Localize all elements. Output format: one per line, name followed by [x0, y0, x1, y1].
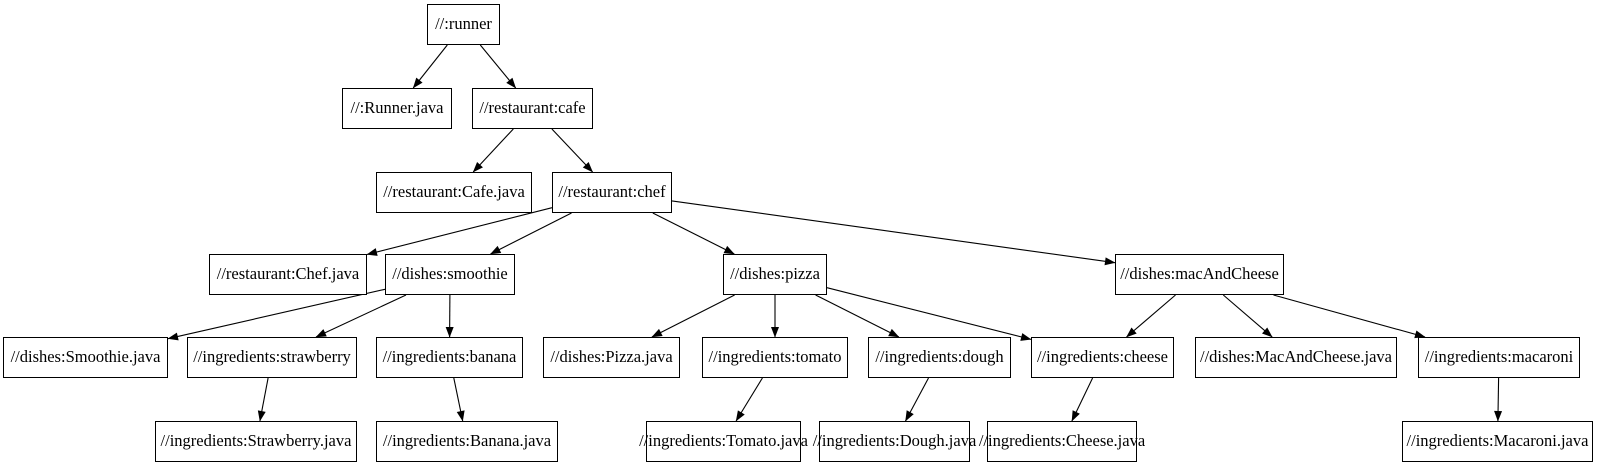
- graph-node-label: //dishes:Smoothie.java: [10, 347, 161, 367]
- graph-node-strawberry: //ingredients:strawberry: [187, 337, 357, 378]
- graph-node-banana: //ingredients:banana: [376, 337, 523, 378]
- graph-node-label: //restaurant:Chef.java: [216, 264, 360, 284]
- graph-edge-dough-to-dough-java: [905, 377, 929, 422]
- graph-node-label: //dishes:Pizza.java: [550, 347, 673, 367]
- graph-node-label: //ingredients:macaroni: [1424, 347, 1574, 367]
- graph-node-label: //ingredients:Macaroni.java: [1406, 431, 1589, 451]
- graph-edge-chef-to-chef-java: [366, 207, 553, 256]
- edges-group: [167, 44, 1503, 422]
- graph-node-label: //restaurant:cafe: [479, 98, 586, 118]
- graph-node-cheese: //ingredients:cheese: [1031, 337, 1174, 378]
- graph-node-label: //ingredients:dough: [875, 347, 1004, 367]
- graph-node-chef-java: //restaurant:Chef.java: [209, 254, 367, 295]
- graph-node-label: //ingredients:tomato: [708, 347, 842, 367]
- graph-node-smoothie-java: //dishes:Smoothie.java: [3, 337, 168, 378]
- graph-edge-mac-and-cheese-to-macaroni: [1273, 294, 1426, 339]
- graph-edge-pizza-to-pizza-java: [651, 294, 735, 338]
- graph-edge-runner-to-runner-java: [412, 44, 448, 89]
- graph-edge-runner-to-cafe: [479, 44, 517, 89]
- graph-node-label: //restaurant:chef: [558, 182, 666, 202]
- graph-edge-cafe-to-cafe-java: [472, 128, 514, 173]
- graph-node-dough: //ingredients:dough: [868, 337, 1011, 378]
- graph-node-label: //ingredients:Banana.java: [382, 431, 552, 451]
- graph-node-cheese-java: //ingredients:Cheese.java: [979, 421, 1145, 462]
- graph-edge-pizza-to-dough: [815, 294, 900, 338]
- graph-node-cafe: //restaurant:cafe: [472, 88, 593, 129]
- graph-node-pizza: //dishes:pizza: [723, 254, 827, 295]
- graph-node-tomato: //ingredients:tomato: [702, 337, 848, 378]
- graph-node-dough-java: //ingredients:Dough.java: [813, 421, 976, 462]
- graph-node-macaroni: //ingredients:macaroni: [1418, 337, 1580, 378]
- graph-edge-strawberry-to-strawberry-java: [257, 377, 269, 422]
- graph-node-banana-java: //ingredients:Banana.java: [376, 421, 558, 462]
- graph-node-label: //ingredients:Dough.java: [812, 431, 977, 451]
- graph-node-cafe-java: //restaurant:Cafe.java: [376, 172, 532, 213]
- graph-node-strawberry-java: //ingredients:Strawberry.java: [155, 421, 357, 462]
- graph-node-pizza-java: //dishes:Pizza.java: [543, 337, 680, 378]
- graph-node-label: //dishes:pizza: [730, 264, 820, 284]
- graph-edge-cheese-to-cheese-java: [1071, 377, 1094, 422]
- graph-node-label: //dishes:MacAndCheese.java: [1200, 347, 1392, 367]
- graph-node-label: //:Runner.java: [350, 98, 444, 118]
- graph-node-chef: //restaurant:chef: [552, 172, 672, 213]
- graph-node-label: //:runner: [435, 14, 492, 34]
- graph-node-label: //dishes:smoothie: [392, 264, 508, 284]
- graph-edge-cafe-to-chef: [551, 128, 593, 173]
- graph-node-tomato-java: //ingredients:Tomato.java: [639, 421, 808, 462]
- graph-node-label: //ingredients:Tomato.java: [639, 431, 808, 451]
- graph-edge-tomato-to-tomato-java: [735, 377, 763, 422]
- graph-edge-chef-to-pizza: [652, 212, 735, 255]
- graph-edge-mac-and-cheese-to-mac-and-cheese-java: [1222, 294, 1273, 338]
- graph-node-label: //restaurant:Cafe.java: [383, 182, 525, 202]
- graph-node-mac-and-cheese: //dishes:macAndCheese: [1115, 254, 1284, 295]
- graph-node-label: //ingredients:strawberry: [193, 347, 351, 367]
- graph-node-smoothie: //dishes:smoothie: [385, 254, 515, 295]
- graph-edge-chef-to-mac-and-cheese: [671, 200, 1116, 266]
- graph-node-label: //ingredients:banana: [382, 347, 517, 367]
- graph-edge-smoothie-to-strawberry: [315, 294, 407, 338]
- graph-node-macaroni-java: //ingredients:Macaroni.java: [1402, 421, 1593, 462]
- graph-node-label: //ingredients:Cheese.java: [978, 431, 1146, 451]
- graph-node-label: //ingredients:cheese: [1036, 347, 1169, 367]
- graph-node-mac-and-cheese-java: //dishes:MacAndCheese.java: [1195, 337, 1397, 378]
- graph-edge-banana-to-banana-java: [453, 377, 465, 422]
- graph-node-runner-java: //:Runner.java: [342, 88, 452, 129]
- graph-node-runner: //:runner: [427, 4, 500, 45]
- graph-edge-chef-to-smoothie: [490, 212, 572, 255]
- graph-edge-mac-and-cheese-to-cheese: [1126, 294, 1176, 338]
- graph-edge-pizza-to-cheese: [826, 287, 1032, 341]
- graph-edge-macaroni-to-macaroni-java: [1494, 377, 1503, 422]
- graph-node-label: //ingredients:Strawberry.java: [160, 431, 352, 451]
- graph-node-label: //dishes:macAndCheese: [1120, 264, 1279, 284]
- graph-edge-smoothie-to-smoothie-java: [167, 288, 386, 341]
